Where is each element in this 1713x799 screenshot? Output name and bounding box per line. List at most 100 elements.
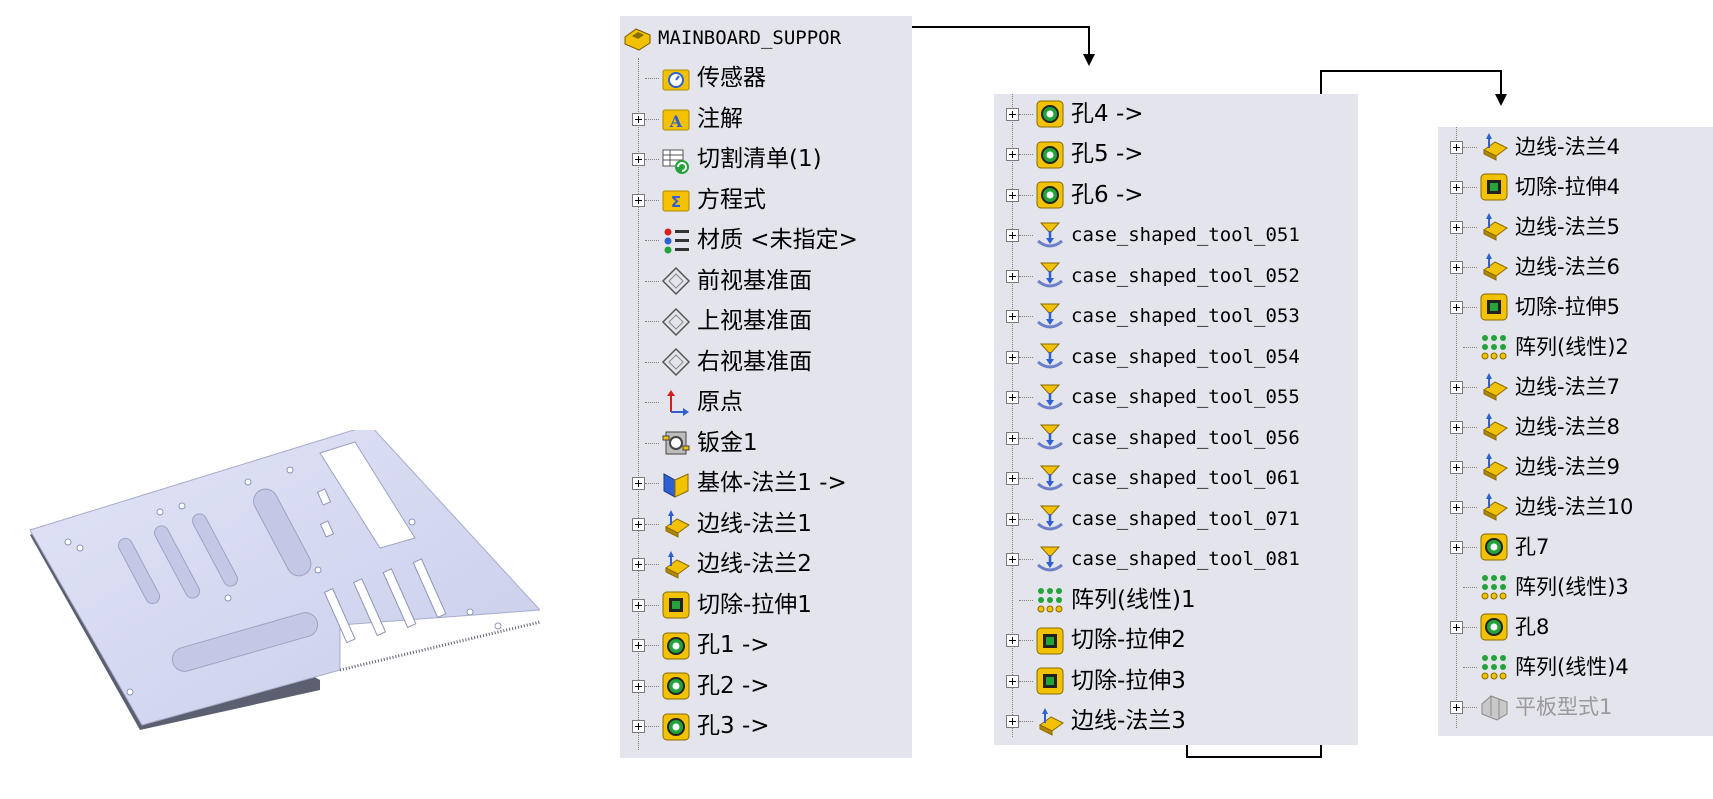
base-flange-icon <box>663 472 689 498</box>
tree-item-label: 上视基准面 <box>697 308 812 335</box>
tree-item[interactable]: 孔8 <box>1438 607 1713 647</box>
tree-item[interactable]: 边线-法兰8 <box>1438 407 1713 447</box>
expand-toggle[interactable] <box>1450 420 1463 434</box>
expand-toggle[interactable] <box>632 193 645 207</box>
expand-toggle[interactable] <box>1006 269 1019 283</box>
svg-text:A: A <box>669 112 683 131</box>
tree-item[interactable]: 阵列(线性)3 <box>1438 567 1713 607</box>
tree-item[interactable]: 孔6 -> <box>994 175 1358 216</box>
expand-toggle[interactable] <box>1006 229 1019 243</box>
tree-item[interactable]: case_shaped_tool_051 <box>994 216 1358 257</box>
tree-item[interactable]: case_shaped_tool_052 <box>994 256 1358 297</box>
edge-flange-icon <box>665 550 690 579</box>
tree-item[interactable]: case_shaped_tool_081 <box>994 540 1358 581</box>
expand-toggle[interactable] <box>1450 140 1463 154</box>
tree-item[interactable]: 阵列(线性)4 <box>1438 647 1713 687</box>
expand-toggle[interactable] <box>1006 107 1019 121</box>
expand-toggle[interactable] <box>632 720 645 734</box>
expand-toggle[interactable] <box>1006 674 1019 688</box>
tree-item[interactable]: case_shaped_tool_053 <box>994 297 1358 338</box>
expand-toggle[interactable] <box>632 477 645 491</box>
tree-item[interactable]: 切除-拉伸1 <box>620 585 912 626</box>
expand-toggle[interactable] <box>632 558 645 572</box>
expand-toggle[interactable] <box>632 153 645 167</box>
expand-toggle[interactable] <box>1450 300 1463 314</box>
tree-item[interactable]: 平板型式1 <box>1438 687 1713 727</box>
tree-item[interactable]: 钣金1 <box>620 423 912 464</box>
expand-toggle[interactable] <box>632 639 645 653</box>
tree-item[interactable]: 孔7 <box>1438 527 1713 567</box>
expand-toggle[interactable] <box>1450 380 1463 394</box>
tree-item[interactable]: 切除-拉伸4 <box>1438 167 1713 207</box>
tree-item[interactable]: 原点 <box>620 383 912 424</box>
tree-item[interactable]: 切除-拉伸5 <box>1438 287 1713 327</box>
expand-toggle[interactable] <box>1450 180 1463 194</box>
tree-item[interactable]: 边线-法兰4 <box>1438 127 1713 167</box>
expand-toggle[interactable] <box>1006 391 1019 405</box>
tree-item[interactable]: 传感器 <box>620 59 912 100</box>
tree-item-label: 钣金1 <box>697 429 758 456</box>
tree-item[interactable]: 阵列(线性)1 <box>994 580 1358 621</box>
expand-toggle[interactable] <box>1006 350 1019 364</box>
tree-item[interactable]: 切除-拉伸3 <box>994 661 1358 702</box>
tree-item[interactable]: 基体-法兰1 -> <box>620 464 912 505</box>
tree-item[interactable]: 孔3 -> <box>620 707 912 748</box>
expand-toggle[interactable] <box>1450 700 1463 714</box>
tree-item[interactable]: 切割清单(1) <box>620 140 912 181</box>
expand-toggle[interactable] <box>1006 634 1019 648</box>
tree-item[interactable]: case_shaped_tool_061 <box>994 459 1358 500</box>
tree-item[interactable]: case_shaped_tool_054 <box>994 337 1358 378</box>
tree-item[interactable]: 右视基准面 <box>620 342 912 383</box>
expand-toggle[interactable] <box>1450 500 1463 514</box>
tree-item[interactable]: 材质 <未指定> <box>620 221 912 262</box>
tree-item[interactable]: case_shaped_tool_071 <box>994 499 1358 540</box>
expand-toggle[interactable] <box>1450 460 1463 474</box>
expand-toggle[interactable] <box>1006 553 1019 567</box>
expand-toggle[interactable] <box>632 598 645 612</box>
expand-toggle[interactable] <box>1006 148 1019 162</box>
expand-toggle[interactable] <box>1006 310 1019 324</box>
expand-toggle[interactable] <box>632 112 645 126</box>
tree-item[interactable]: case_shaped_tool_056 <box>994 418 1358 459</box>
expand-toggle[interactable] <box>1450 620 1463 634</box>
expand-toggle[interactable] <box>632 679 645 693</box>
tree-item[interactable]: 边线-法兰3 <box>994 702 1358 743</box>
tree-item[interactable]: 阵列(线性)2 <box>1438 327 1713 367</box>
tree-connector-dots <box>1463 466 1477 468</box>
expand-toggle[interactable] <box>1450 260 1463 274</box>
expand-toggle[interactable] <box>1450 540 1463 554</box>
tree-item[interactable]: 边线-法兰10 <box>1438 487 1713 527</box>
tree-connector-dots <box>1463 386 1477 388</box>
tree-item[interactable]: 上视基准面 <box>620 302 912 343</box>
expand-toggle[interactable] <box>632 517 645 531</box>
tree-item[interactable]: MAINBOARD_SUPPOR <box>620 18 912 59</box>
expand-toggle[interactable] <box>1006 431 1019 445</box>
expand-toggle[interactable] <box>1450 220 1463 234</box>
tree-item-label: 原点 <box>697 389 743 416</box>
expand-toggle[interactable] <box>1006 472 1019 486</box>
hole-icon <box>662 713 690 741</box>
expand-toggle[interactable] <box>1006 512 1019 526</box>
forming-tool-icon <box>1037 546 1063 572</box>
tree-item[interactable]: 切除-拉伸2 <box>994 621 1358 662</box>
tree-item[interactable]: 孔4 -> <box>994 94 1358 135</box>
tree-item[interactable]: 边线-法兰2 <box>620 545 912 586</box>
tree-item[interactable]: case_shaped_tool_055 <box>994 378 1358 419</box>
tree-item[interactable]: 边线-法兰1 <box>620 504 912 545</box>
expand-toggle[interactable] <box>1006 188 1019 202</box>
tree-item[interactable]: 前视基准面 <box>620 261 912 302</box>
expand-toggle[interactable] <box>1006 715 1019 729</box>
tree-item[interactable]: 孔5 -> <box>994 135 1358 176</box>
tree-connector-dots <box>1019 356 1033 358</box>
tree-item[interactable]: 孔1 -> <box>620 626 912 667</box>
tree-item[interactable]: 孔2 -> <box>620 666 912 707</box>
tree-item[interactable]: 边线-法兰5 <box>1438 207 1713 247</box>
tree-item[interactable]: 边线-法兰6 <box>1438 247 1713 287</box>
tree-item[interactable]: 边线-法兰9 <box>1438 447 1713 487</box>
tree-item[interactable]: 边线-法兰7 <box>1438 367 1713 407</box>
